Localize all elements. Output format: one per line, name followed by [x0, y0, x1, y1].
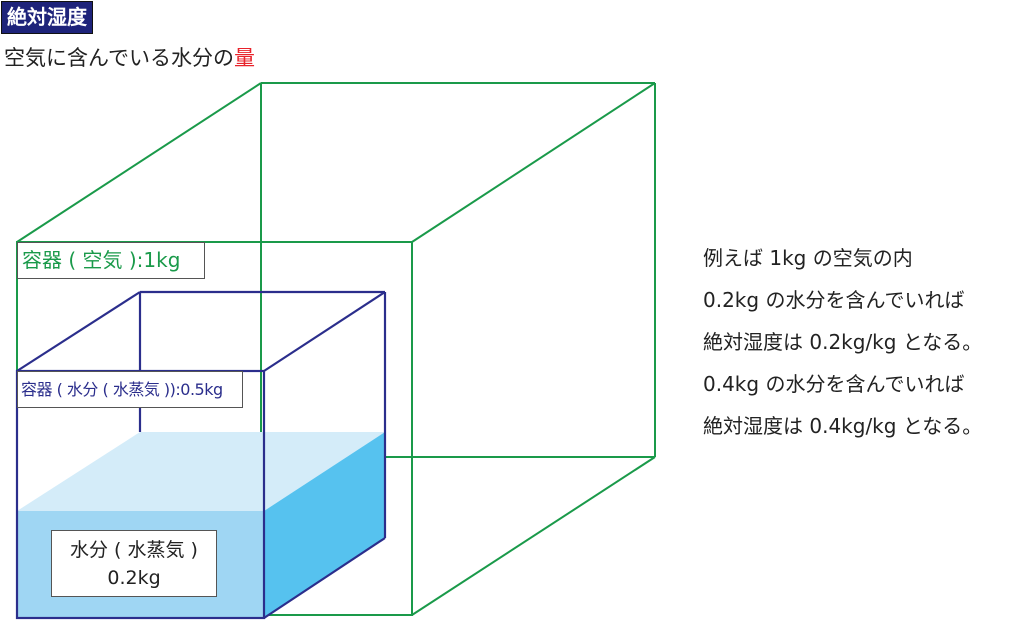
water-label-mass: 0.2kg: [107, 567, 161, 589]
description: 例えば 1kg の空気の内 0.2kg の水分を含んでいれば 絶対湿度は 0.2…: [703, 242, 982, 452]
description-line: 例えば 1kg の空気の内: [703, 246, 913, 270]
description-line: 絶対湿度は 0.2kg/kg となる。: [703, 330, 983, 354]
subtitle: 空気に含んでいる水分の量: [4, 44, 255, 72]
description-line: 0.2kg の水分を含んでいれば: [703, 288, 965, 312]
subtitle-highlight: 量: [233, 46, 255, 70]
water-label-name: 水分 ( 水蒸気 ): [70, 539, 198, 561]
vapor-container-label: 容器 ( 水分 ( 水蒸気 )):0.5kg: [17, 371, 243, 408]
page-title: 絶対湿度: [1, 1, 93, 34]
description-line: 0.4kg の水分を含んでいれば: [703, 372, 965, 396]
air-container-cube: [16, 82, 656, 616]
subtitle-text: 空気に含んでいる水分の: [4, 46, 234, 70]
water-top-face: [17, 432, 385, 511]
air-container-label: 容器 ( 空気 ):1kg: [17, 242, 205, 279]
water-side-face: [264, 432, 385, 618]
description-line: 絶対湿度は 0.4kg/kg となる。: [703, 414, 983, 438]
water-label: 水分 ( 水蒸気 ) 0.2kg: [51, 530, 217, 597]
